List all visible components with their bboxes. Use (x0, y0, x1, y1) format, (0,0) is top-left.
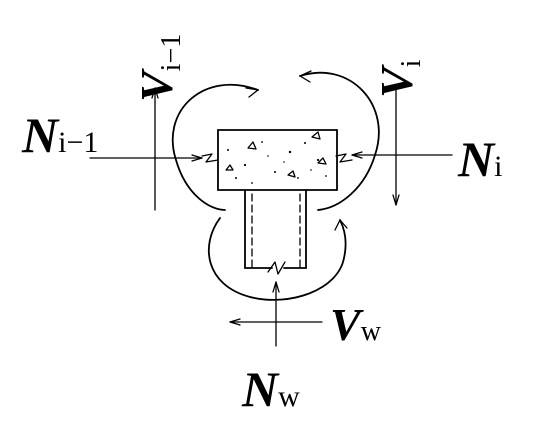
v-left-label: Vi−1 (131, 34, 187, 102)
v-right-label: Vi (371, 59, 427, 98)
wall-segment (244, 189, 307, 275)
right-break-mark (335, 153, 353, 163)
left-force-axes (89, 87, 203, 211)
bottom-force-axes (229, 281, 323, 347)
n-right-label: Ni (457, 131, 502, 187)
concrete-triangle-marks (225, 131, 327, 178)
n-bottom-label: Nw (241, 361, 300, 417)
concrete-aggregate-marks (227, 141, 327, 184)
wall-break-mark (267, 261, 286, 275)
v-bottom-label: Vw (330, 299, 382, 350)
moment-arc-left (171, 84, 259, 211)
right-force-axes (351, 87, 453, 206)
concrete-slab (217, 129, 338, 191)
moment-arc-bottom (207, 217, 348, 301)
n-left-label: Ni−1 (21, 107, 98, 163)
moment-arc-right (299, 70, 380, 211)
left-break-mark (201, 153, 219, 163)
